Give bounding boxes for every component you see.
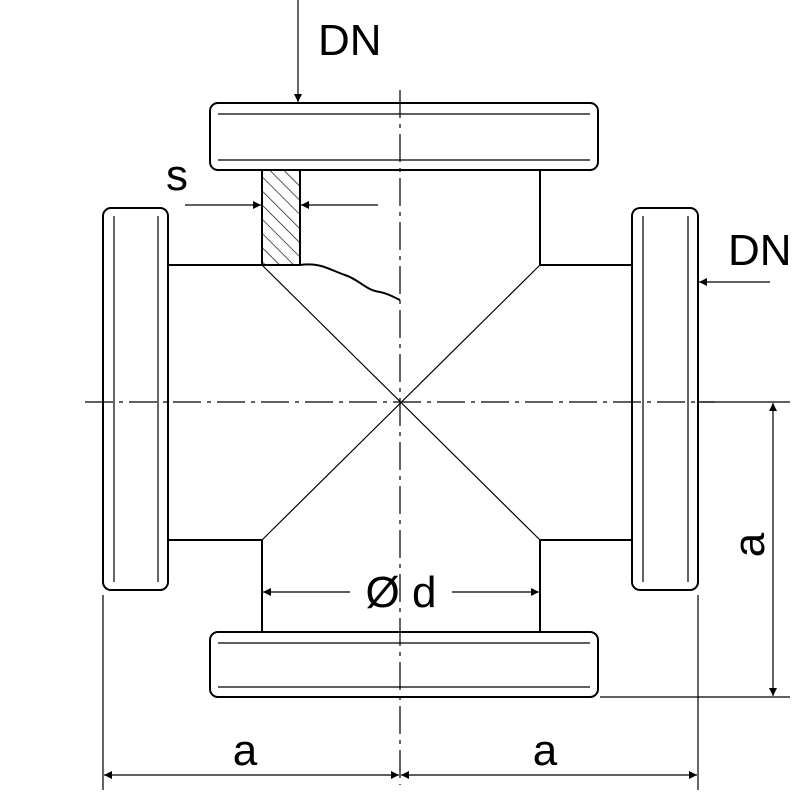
inner-diameter-label: Ø d [366, 568, 437, 617]
wall-thickness-label: s [166, 151, 188, 200]
dn-top-label: DN [318, 16, 382, 65]
wall-section-hatch [261, 169, 301, 266]
top-flange [209, 102, 599, 171]
dn-right-label: DN [728, 226, 792, 275]
left-flange [102, 207, 169, 591]
bottom-flange [209, 631, 599, 698]
dim-bottom-left-label: a [233, 726, 258, 775]
dim-right-label: a [725, 532, 774, 557]
break-line [299, 263, 401, 301]
right-flange [631, 207, 699, 591]
diagonal-line [261, 264, 541, 541]
dim-bottom-right-label: a [533, 726, 558, 775]
